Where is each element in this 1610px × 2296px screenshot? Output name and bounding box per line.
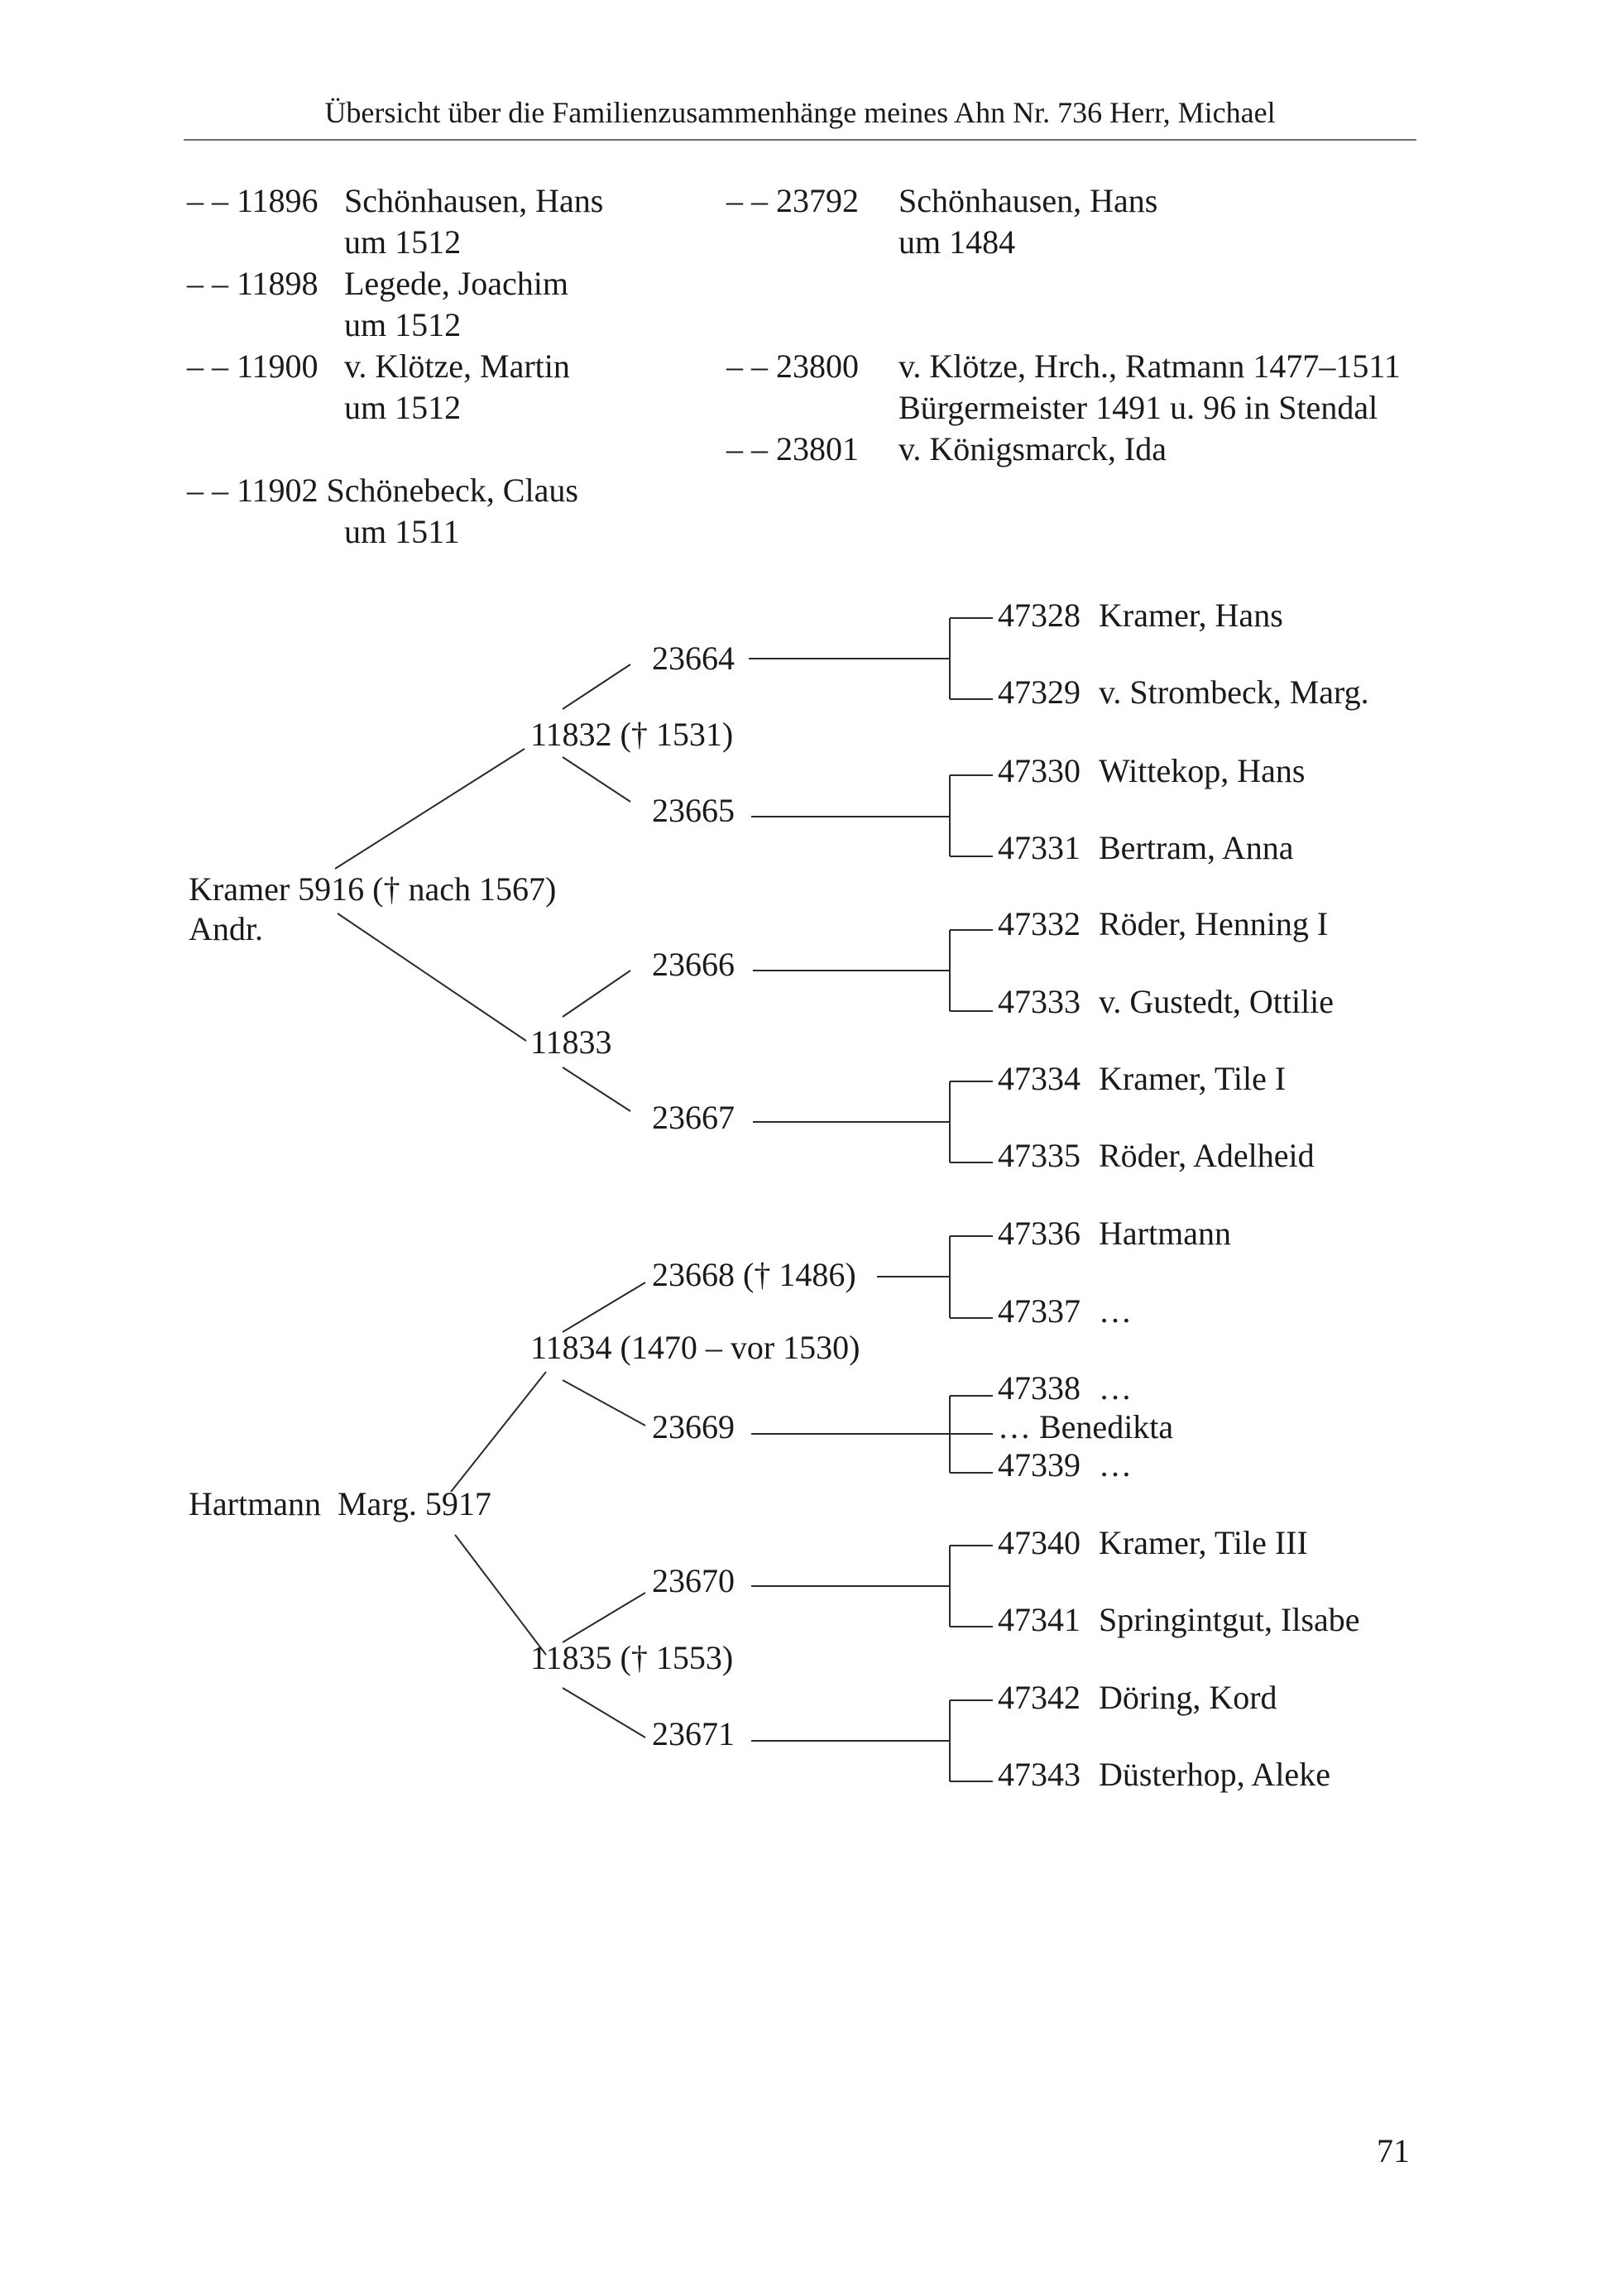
tree2-grandparent: 23671 bbox=[652, 1715, 735, 1752]
tree1-ancestor-num: 47333 bbox=[998, 983, 1081, 1020]
tree2-ancestor-num: 47338 bbox=[998, 1369, 1081, 1407]
connector-line bbox=[562, 1592, 646, 1643]
list-left-sub: um 1512 bbox=[344, 306, 462, 343]
tree1-ancestor-name: v. Gustedt, Ottilie bbox=[1099, 983, 1334, 1020]
connector-line bbox=[562, 970, 631, 1018]
tree1-ancestor-num: 47331 bbox=[998, 829, 1081, 866]
tree1-grandparent: 23664 bbox=[652, 640, 735, 677]
connector-line bbox=[334, 748, 525, 870]
list-right-num: – – 23800 bbox=[726, 348, 859, 385]
running-header: Übersicht über die Familienzusammenhänge… bbox=[184, 93, 1416, 141]
connector-line bbox=[337, 913, 527, 1042]
tree1-ancestor-name: v. Strombeck, Marg. bbox=[1099, 673, 1369, 711]
list-left-num: – – 11898 bbox=[187, 265, 319, 302]
connector-line bbox=[562, 664, 631, 710]
list-left-num: – – 11900 bbox=[187, 348, 319, 385]
tree2-ancestor-num: 47337 bbox=[998, 1292, 1081, 1330]
tree2-ancestor-num: 47343 bbox=[998, 1756, 1081, 1793]
tree2-ancestor-num: 47336 bbox=[998, 1215, 1081, 1252]
list-left-name: Schönhausen, Hans bbox=[344, 182, 604, 219]
list-right-num: – – 23792 bbox=[726, 182, 859, 219]
tree2-ancestor-name: … bbox=[1099, 1369, 1132, 1407]
tree2-root-name: Hartmann Marg. 5917 bbox=[189, 1485, 491, 1522]
tree1-ancestor-num: 47332 bbox=[998, 905, 1081, 942]
list-right-sub: Bürgermeister 1491 u. 96 in Stendal bbox=[898, 389, 1378, 426]
list-left-sub: um 1512 bbox=[344, 223, 462, 261]
tree1-grandparent: 23665 bbox=[652, 792, 735, 829]
connector-line bbox=[562, 1067, 631, 1112]
list-left-num: – – 11896 bbox=[187, 182, 319, 219]
tree2-ancestor-num: 47341 bbox=[998, 1601, 1081, 1638]
list-right-name: Schönhausen, Hans bbox=[898, 182, 1158, 219]
tree1-ancestor-num: 47329 bbox=[998, 673, 1081, 711]
tree1-ancestor-name: Röder, Henning I bbox=[1099, 905, 1329, 942]
connector-line bbox=[562, 1282, 646, 1333]
list-left-sub: um 1511 bbox=[344, 513, 460, 550]
tree2-ancestor-name: … bbox=[1099, 1292, 1132, 1330]
list-left-line: – – 11902 Schönebeck, Claus bbox=[187, 472, 578, 509]
tree2-ancestor-name: Springintgut, Ilsabe bbox=[1099, 1601, 1360, 1638]
tree1-grandparent: 23666 bbox=[652, 946, 735, 983]
tree2-ancestor-name: Hartmann bbox=[1099, 1215, 1231, 1252]
list-right-num: – – 23801 bbox=[726, 430, 859, 467]
list-left-name: Legede, Joachim bbox=[344, 265, 568, 302]
tree1-ancestor-name: Kramer, Hans bbox=[1099, 597, 1283, 634]
tree1-ancestor-num: 47334 bbox=[998, 1060, 1081, 1097]
list-left-sub: um 1512 bbox=[344, 389, 462, 426]
tree2-ancestor-name: … bbox=[1099, 1446, 1132, 1484]
tree1-ancestor-num: 47328 bbox=[998, 597, 1081, 634]
tree1-root-name: Kramer 5916 († nach 1567) bbox=[189, 870, 557, 908]
tree2-ancestor-num: 47340 bbox=[998, 1524, 1081, 1561]
tree1-parent: 11832 († 1531) bbox=[530, 716, 734, 753]
list-left-name: v. Klötze, Martin bbox=[344, 348, 570, 385]
tree1-ancestor-name: Bertram, Anna bbox=[1099, 829, 1294, 866]
tree2-grandparent: 23668 († 1486) bbox=[652, 1256, 856, 1293]
tree2-ancestor-num: 47342 bbox=[998, 1679, 1081, 1716]
tree1-ancestor-name: Kramer, Tile I bbox=[1099, 1060, 1287, 1097]
list-right-name: v. Klötze, Hrch., Ratmann 1477–1511 bbox=[898, 348, 1401, 385]
list-right-name: v. Königsmarck, Ida bbox=[898, 430, 1167, 467]
tree2-ancestor-name: Kramer, Tile III bbox=[1099, 1524, 1308, 1561]
connector-line bbox=[562, 756, 631, 803]
list-right-sub: um 1484 bbox=[898, 223, 1016, 261]
tree1-ancestor-num: 47335 bbox=[998, 1137, 1081, 1174]
connector-line bbox=[450, 1371, 547, 1493]
tree1-parent: 11833 bbox=[530, 1023, 612, 1061]
connector-line bbox=[562, 1379, 646, 1426]
tree2-grandparent: 23670 bbox=[652, 1562, 735, 1599]
tree2-ancestor-name: Döring, Kord bbox=[1099, 1679, 1277, 1716]
tree2-ancestor-num: 47339 bbox=[998, 1446, 1081, 1484]
tree1-ancestor-name: Röder, Adelheid bbox=[1099, 1137, 1315, 1174]
connector-line bbox=[454, 1534, 547, 1656]
connector-line bbox=[562, 1687, 646, 1738]
tree2-parent: 11835 († 1553) bbox=[530, 1639, 734, 1676]
tree2-ancestor-name: … Benedikta bbox=[998, 1408, 1174, 1445]
page-number: 71 bbox=[1377, 2132, 1410, 2169]
tree2-ancestor-name: Düsterhop, Aleke bbox=[1099, 1756, 1330, 1793]
tree2-parent: 11834 (1470 – vor 1530) bbox=[530, 1329, 860, 1366]
tree2-grandparent: 23669 bbox=[652, 1408, 735, 1445]
tree1-grandparent: 23667 bbox=[652, 1099, 735, 1136]
tree1-ancestor-name: Wittekop, Hans bbox=[1099, 752, 1306, 789]
tree1-root-given: Andr. bbox=[189, 910, 263, 947]
tree1-ancestor-num: 47330 bbox=[998, 752, 1081, 789]
